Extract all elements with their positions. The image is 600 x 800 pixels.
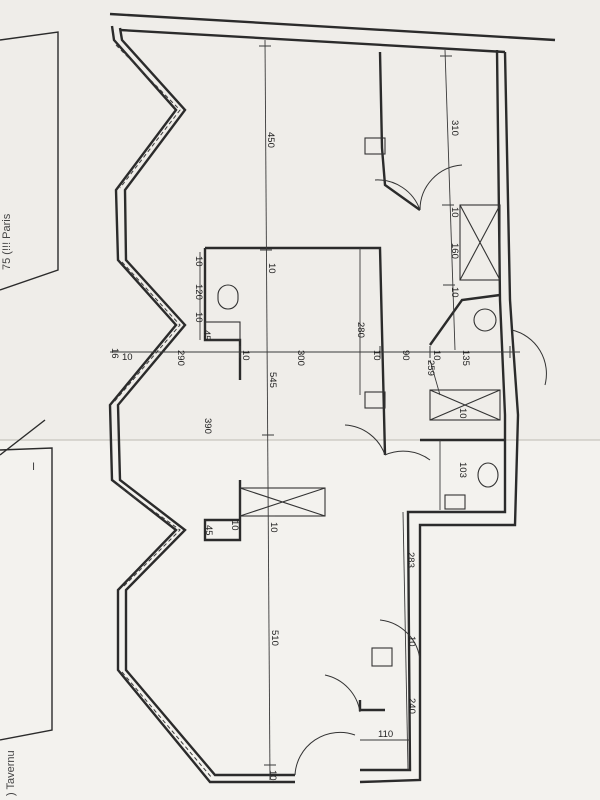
chimney-block-2 (364, 391, 386, 409)
dim-label: 280 (355, 322, 366, 338)
dim-label: 545 (267, 372, 278, 388)
built-in-cabinet (239, 487, 326, 517)
closet-box-1 (204, 321, 241, 341)
shower-cross-b (459, 204, 501, 281)
dim-label: 283 (405, 552, 416, 568)
closet-wall-lower (203, 480, 242, 542)
window-bay-4 (121, 671, 213, 779)
facade-wall-outer (116, 27, 295, 777)
door-swing-8 (294, 731, 356, 776)
top-boundary-wall (109, 12, 556, 42)
dim-label: 103 (457, 462, 468, 478)
margin-text-mid: I (32, 461, 35, 473)
dim-label: 259 (425, 360, 436, 376)
door-swing-1 (419, 164, 463, 211)
door-swing-4 (384, 450, 431, 461)
margin-frame-bottom (0, 447, 53, 741)
kitchen-cross-b (429, 389, 501, 421)
shower-box (459, 204, 501, 281)
dim-label: 16 (109, 348, 120, 359)
dim-label: 10 (371, 350, 382, 361)
dim-line-lower-right (402, 511, 409, 771)
dim-label: 300 (295, 350, 306, 366)
window-bay-3 (115, 483, 181, 589)
chimney-block-1 (364, 137, 386, 155)
dim-label: 10 (449, 287, 460, 298)
margin-frame-diagonal (0, 419, 46, 456)
dim-label: 10 (122, 352, 133, 363)
dim-label: 310 (449, 120, 460, 136)
dim-label: 90 (400, 350, 411, 361)
dim-label: 10 (268, 522, 279, 533)
door-swing-3 (344, 424, 386, 456)
dim-label: 160 (449, 243, 460, 259)
dim-label: 10 (406, 636, 417, 647)
dim-label: 10 (449, 207, 460, 218)
bathroom-angled-wall (429, 293, 501, 346)
top-inner-wall (119, 28, 506, 54)
dim-label: 110 (378, 729, 393, 740)
dim-label: 10 (431, 350, 442, 361)
margin-text-bottom: ) Tavernu (5, 750, 17, 796)
dim-label: 10 (229, 520, 240, 531)
washing-machine-circle (217, 284, 239, 310)
dim-label: 10 (457, 408, 468, 419)
interior-wall-central (205, 246, 387, 456)
window-bay-2 (113, 261, 181, 403)
dim-line-main-vertical (264, 39, 271, 781)
paper-sheet-bottom (0, 440, 600, 800)
dim-label: 10 (240, 350, 251, 361)
facade-wall-inner (108, 25, 295, 784)
right-inner-wall (360, 49, 507, 772)
dim-label: 510 (269, 630, 280, 646)
dim-label: 10 (193, 312, 204, 323)
dim-line-259 (429, 359, 441, 396)
door-swing-7 (324, 674, 361, 713)
dim-label: 240 (406, 698, 417, 714)
dim-label: 120 (193, 284, 204, 300)
dim-label: 10 (193, 256, 204, 267)
dim-label: 135 (460, 350, 471, 366)
dim-label: 45 (203, 525, 214, 536)
interior-wall-upper (378, 51, 421, 211)
kitchen-unit (429, 389, 501, 421)
dim-label: 45 (201, 330, 212, 341)
dim-label: 10 (267, 770, 278, 781)
door-swing-6 (379, 619, 421, 661)
door-swing-2 (374, 179, 421, 211)
small-sink (444, 494, 466, 510)
window-bay-1 (115, 44, 181, 189)
chimney-block-3 (371, 647, 393, 667)
dim-line-right-vertical (444, 49, 456, 351)
cabinet-cross-b (239, 487, 326, 517)
dim-label: 10 (266, 263, 277, 274)
dim-label: 290 (175, 350, 186, 366)
margin-frame-top (0, 31, 59, 291)
door-swing-5 (511, 329, 547, 386)
dim-label: 450 (265, 132, 276, 148)
toilet (477, 462, 499, 488)
right-outer-wall (359, 51, 520, 784)
washbasin (473, 308, 497, 332)
dim-label: 390 (202, 418, 213, 434)
paper-sheet-top (0, 0, 600, 440)
margin-text-top: 75 (!!! Paris (1, 213, 13, 270)
